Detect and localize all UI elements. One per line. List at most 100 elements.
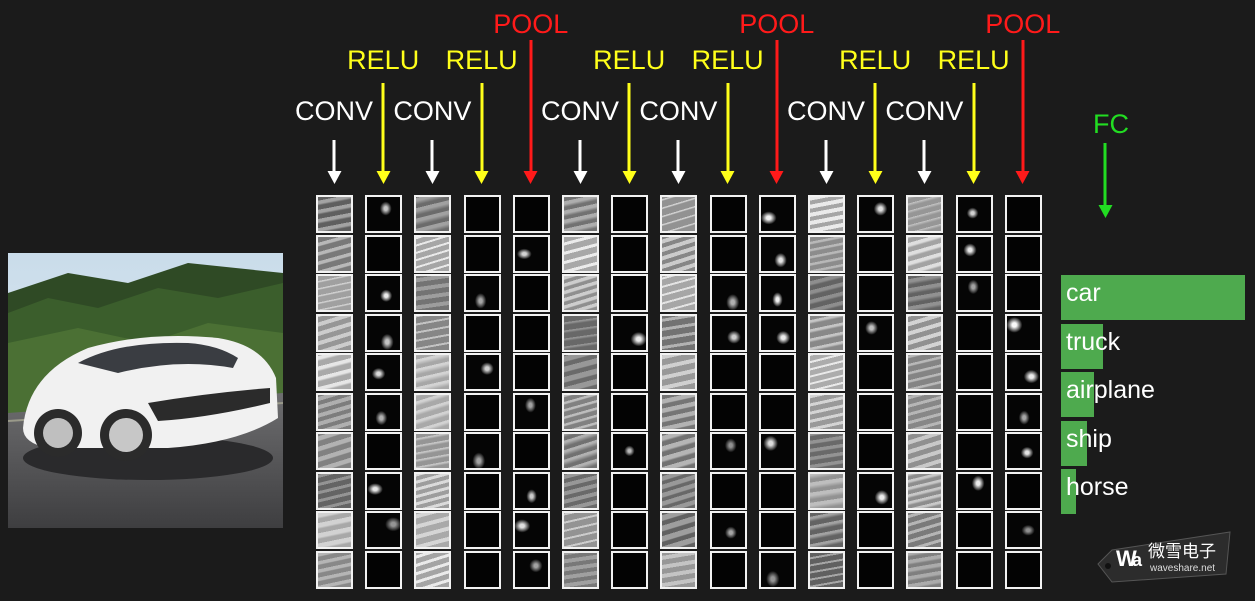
feature-map (955, 432, 993, 470)
feature-map (365, 471, 403, 510)
feature-map (562, 195, 599, 233)
prediction-label: truck (1066, 327, 1121, 356)
feature-map (1004, 274, 1042, 312)
feature-map (365, 234, 403, 273)
prediction-label: horse (1066, 473, 1129, 501)
layer-label-relu: RELU (937, 45, 1010, 75)
feature-map (1004, 471, 1042, 510)
layer-label-conv: CONV (540, 96, 620, 126)
feature-map (808, 550, 845, 589)
layer-label-pool: POOL (739, 9, 815, 39)
feature-map (1004, 234, 1042, 273)
feature-map (512, 511, 550, 549)
feature-map (414, 511, 452, 549)
svg-text:a: a (1132, 550, 1143, 570)
feature-map (709, 353, 747, 391)
fc-arrow-icon (1103, 143, 1107, 206)
feature-map (955, 511, 993, 549)
feature-map (906, 353, 944, 391)
feature-map (1004, 432, 1042, 470)
feature-map (955, 274, 993, 312)
feature-map (1004, 511, 1042, 549)
feature-map (1004, 550, 1042, 589)
prediction-bar (1061, 420, 1087, 466)
feature-map (463, 432, 501, 470)
feature-map (758, 471, 796, 510)
feature-map (512, 471, 550, 510)
feature-map (857, 471, 895, 510)
feature-map (758, 353, 796, 391)
feature-map (1004, 195, 1042, 233)
feature-map (463, 234, 501, 273)
feature-map (955, 353, 993, 391)
feature-map (611, 432, 649, 470)
feature-map (709, 313, 747, 352)
feature-map (463, 471, 501, 510)
feature-map (365, 195, 403, 233)
feature-map (611, 195, 649, 233)
feature-map (906, 550, 944, 589)
feature-map (1004, 392, 1042, 431)
feature-map (611, 274, 649, 312)
feature-map (611, 313, 649, 352)
feature-map (512, 313, 550, 352)
layer-label-pool: POOL (985, 9, 1061, 39)
layer-label-conv: CONV (786, 96, 866, 126)
feature-map (562, 432, 599, 470)
down-arrow-icon (922, 140, 926, 172)
prediction-bar (1061, 323, 1103, 369)
feature-map (611, 511, 649, 549)
feature-map (808, 234, 845, 273)
feature-map (709, 234, 747, 273)
feature-map (906, 274, 944, 312)
feature-map (955, 234, 993, 273)
feature-map (808, 432, 845, 470)
down-arrow-icon (726, 83, 730, 172)
feature-map (611, 392, 649, 431)
feature-map (660, 392, 698, 431)
feature-map (611, 353, 649, 391)
feature-map (906, 471, 944, 510)
feature-map (709, 511, 747, 549)
layer-label-relu: RELU (691, 45, 764, 75)
waveshare-logo: W a 微雪电子 waveshare.net (1090, 526, 1232, 586)
feature-map (758, 234, 796, 273)
feature-map (463, 550, 501, 589)
feature-map (414, 313, 452, 352)
feature-map (512, 550, 550, 589)
feature-map (512, 392, 550, 431)
feature-map (955, 313, 993, 352)
feature-map (365, 550, 403, 589)
input-car-image (8, 253, 283, 528)
feature-map (709, 274, 747, 312)
svg-text:微雪电子: 微雪电子 (1148, 542, 1216, 562)
down-arrow-icon (529, 40, 533, 172)
feature-map (955, 471, 993, 510)
layer-label-conv: CONV (639, 96, 718, 126)
feature-map (1004, 313, 1042, 352)
down-arrow-icon (627, 83, 631, 172)
feature-map (414, 392, 452, 431)
feature-map (463, 274, 501, 312)
feature-map (562, 313, 599, 352)
down-arrow-icon (381, 83, 385, 172)
svg-text:W: W (1116, 546, 1137, 571)
layer-label-relu: RELU (593, 45, 666, 75)
feature-map (955, 550, 993, 589)
feature-map (660, 471, 698, 510)
feature-map (906, 392, 944, 431)
feature-map (857, 353, 895, 391)
down-arrow-icon (873, 83, 877, 172)
feature-map (562, 471, 599, 510)
layer-label-relu: RELU (839, 45, 912, 75)
feature-map (414, 550, 452, 589)
feature-map (611, 550, 649, 589)
feature-map (906, 234, 944, 273)
layer-label-relu: RELU (445, 45, 518, 75)
feature-map (316, 274, 353, 312)
feature-map (414, 274, 452, 312)
feature-map (562, 274, 599, 312)
layer-label-conv: CONV (294, 96, 374, 126)
feature-map (562, 511, 599, 549)
feature-map (316, 471, 353, 510)
